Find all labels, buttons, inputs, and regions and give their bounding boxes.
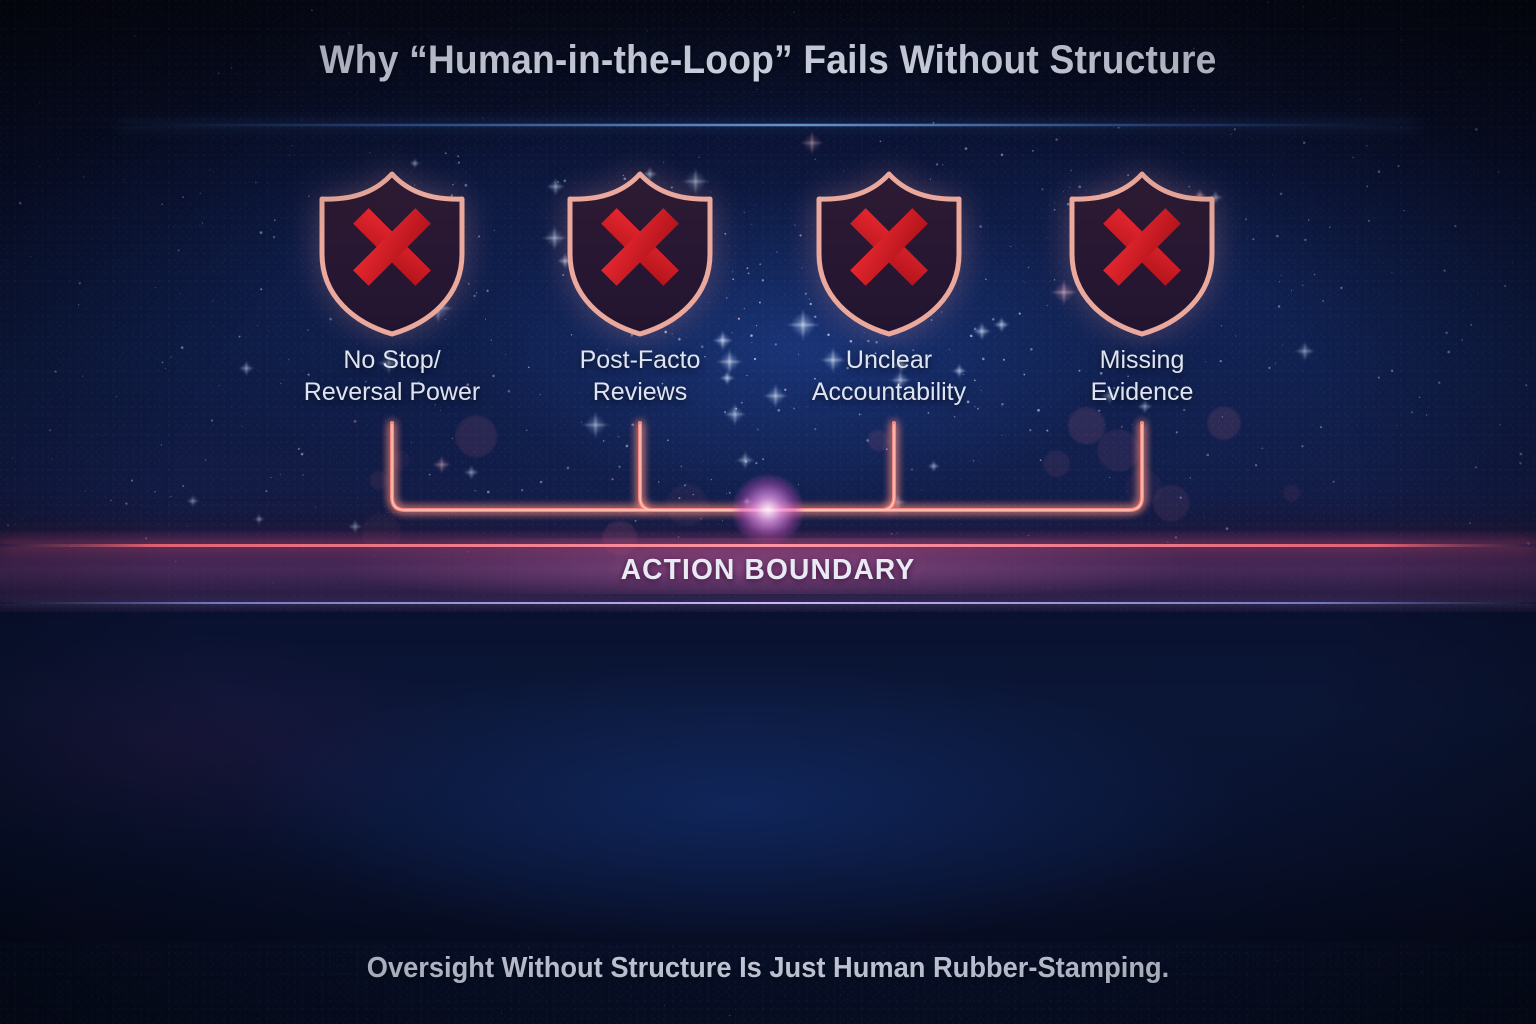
failure-label-3-line1: Unclear xyxy=(845,346,933,374)
tech-illustration xyxy=(0,612,1536,942)
failure-item-3[interactable]: Unclear Accountability xyxy=(789,168,989,406)
failure-item-2[interactable]: Post-Facto Reviews xyxy=(540,168,740,406)
shield-x-icon xyxy=(319,171,465,337)
failure-label-4-line2: Evidence xyxy=(1090,378,1194,406)
action-boundary-label: ACTION BOUNDARY xyxy=(620,554,916,586)
failure-label-2-line1: Post-Facto xyxy=(579,346,701,374)
failure-item-1[interactable]: No Stop/ Reversal Power xyxy=(292,168,492,406)
shield-x-icon xyxy=(816,171,962,337)
boundary-line-lower xyxy=(0,602,1536,604)
title-block: Why “Human-in-the-Loop” Fails Without St… xyxy=(0,38,1536,83)
action-boundary-band: ACTION BOUNDARY xyxy=(0,528,1536,614)
failure-label-3: Unclear Accountability xyxy=(769,344,1009,408)
failure-label-4: Missing Evidence xyxy=(1022,344,1262,408)
tech-background xyxy=(0,612,1536,942)
failure-item-4[interactable]: Missing Evidence xyxy=(1042,168,1242,406)
footer-caption: Oversight Without Structure Is Just Huma… xyxy=(366,952,1170,984)
page-title: Why “Human-in-the-Loop” Fails Without St… xyxy=(319,38,1217,82)
failure-shield-row: No Stop/ Reversal Power Post-Facto Revie… xyxy=(0,168,1536,428)
title-divider xyxy=(118,124,1418,126)
failure-label-3-line2: Accountability xyxy=(811,378,967,406)
boundary-line-upper xyxy=(0,544,1536,547)
failure-label-2-line2: Reviews xyxy=(592,378,688,406)
shield-x-icon xyxy=(1069,171,1215,337)
failure-label-1-line2: Reversal Power xyxy=(303,378,481,406)
failure-label-1-line1: No Stop/ xyxy=(343,346,441,374)
failure-label-2: Post-Facto Reviews xyxy=(520,344,760,408)
failure-label-1: No Stop/ Reversal Power xyxy=(272,344,512,408)
shield-x-icon xyxy=(567,171,713,337)
failure-label-4-line1: Missing xyxy=(1099,346,1185,374)
